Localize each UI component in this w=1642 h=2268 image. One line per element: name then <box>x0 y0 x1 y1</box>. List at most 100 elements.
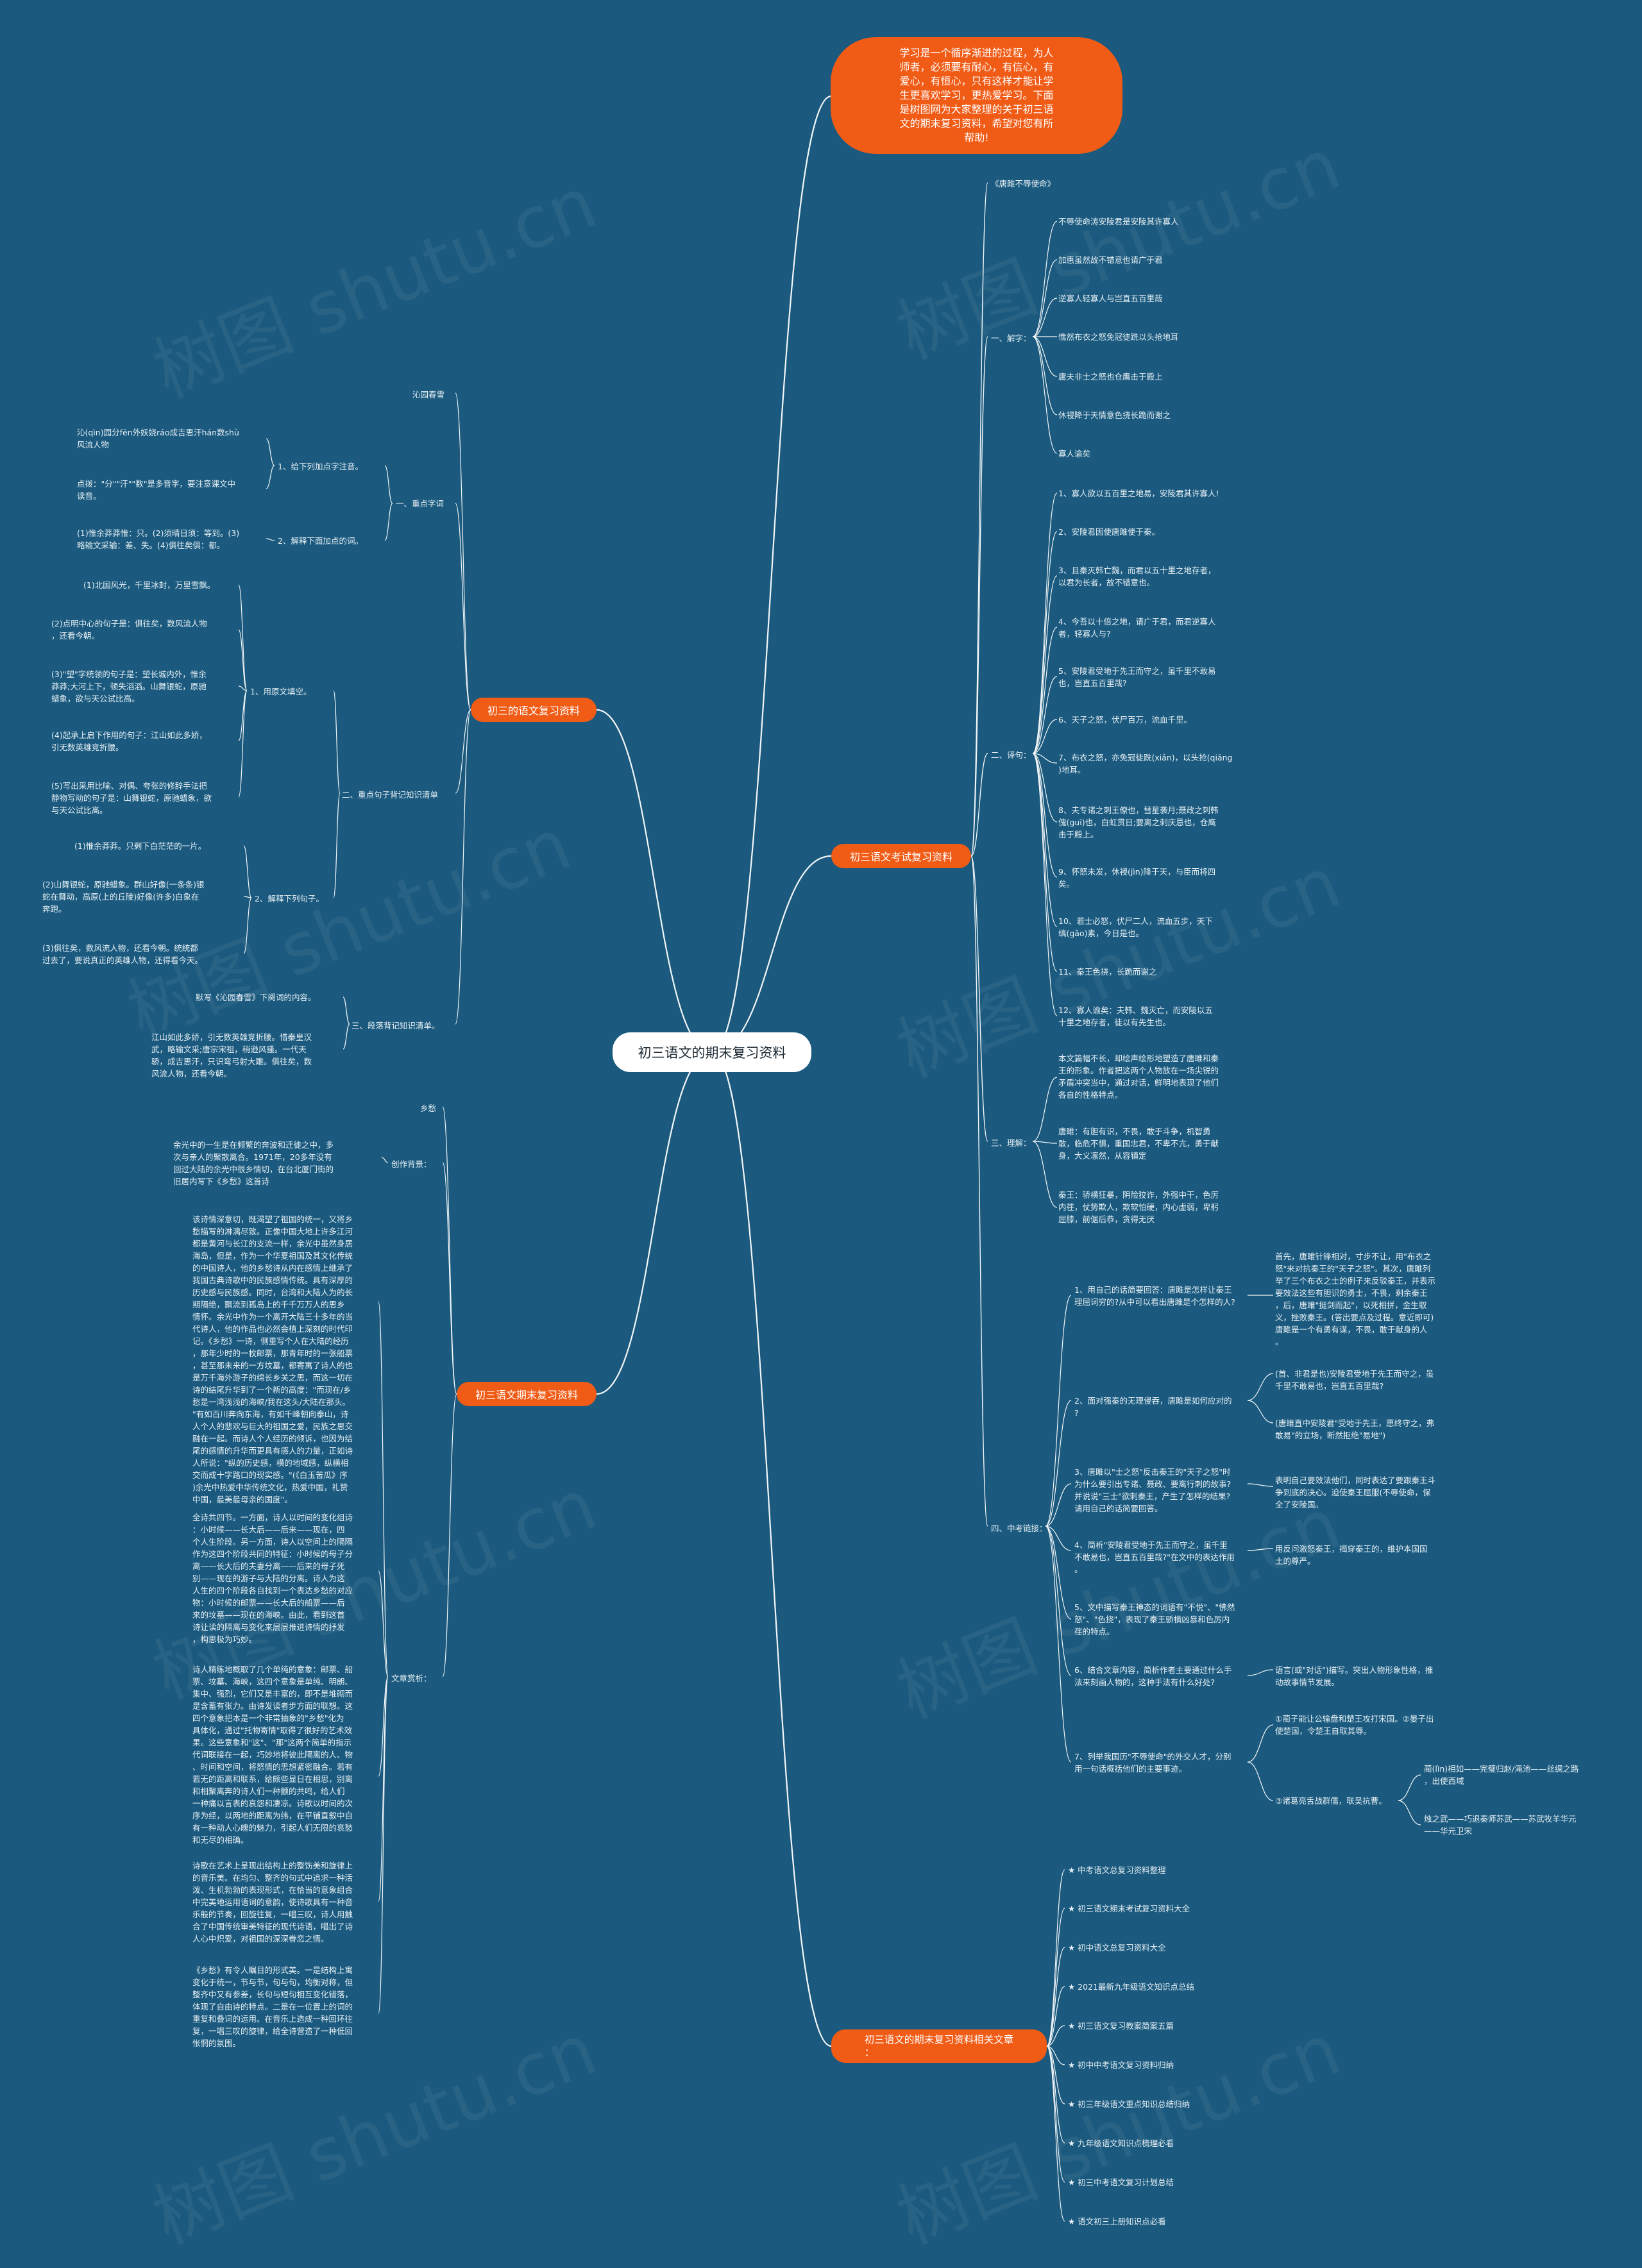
branch-exam-review[interactable]: 初三语文考试复习资料 <box>831 844 971 868</box>
central-topic[interactable]: 初三语文的期末复习资料 <box>613 1032 811 1072</box>
b3s2-item[interactable]: 6、天子之怒，伏尸百万，流血千里。 <box>1058 715 1192 725</box>
branch-related-articles[interactable]: 初三语文的期末复习资料相关文章 ： <box>831 2029 1047 2063</box>
connector <box>1247 1548 1274 1551</box>
connector <box>1032 626 1058 754</box>
connector <box>1045 1525 1072 1676</box>
intro-bubble[interactable]: 学习是一个循序渐进的过程，为人 师者，必须要有耐心，有信心，有 爱心，有恒心，只… <box>831 37 1122 154</box>
b1-s1a[interactable]: 1、给下列加点字注音。 <box>278 462 363 471</box>
b3s3-item[interactable]: 秦王：骄横狂暴，阴险狡诈，外强中干，色厉 内荏，仗势欺人，欺软怕硬，内心虚弱，卑… <box>1058 1190 1219 1224</box>
b2-analysis-5: 《乡愁》有令人瞩目的形式美。一是结构上寓 变化于统一，节与节，句与句，均衡对称，… <box>192 1965 353 2048</box>
b4list-item[interactable]: ★ 初三中考语文复习计划总结 <box>1068 2178 1174 2187</box>
b3s1-item[interactable]: 不辱使命涛安陵君是安陵其许寡人 <box>1058 217 1179 226</box>
b3s2-item[interactable]: 12、寡人谕矣：夫韩、魏灭亡，而安陵以五 十里之地存者，徒以有先生也。 <box>1058 1005 1213 1027</box>
b3-s4[interactable]: 四、中考链接： <box>991 1524 1047 1533</box>
connector <box>596 1051 713 1395</box>
b3s1-item[interactable]: 加惠虽然故不错意也请广于君 <box>1058 255 1163 265</box>
b4list-item[interactable]: ★ 初三年级语文重点知识总结归纳 <box>1068 2099 1190 2109</box>
b3-a1: 首先，唐雎针锋相对，寸步不让，用"布衣之 怒"来对抗秦王的"天子之怒"。其次，唐… <box>1275 1252 1436 1347</box>
b3-a7-4: 烛之武——巧退秦师苏武——苏武牧羊华元 ——华元卫宋 <box>1424 1814 1577 1836</box>
b3-s1[interactable]: 一、解字： <box>991 333 1031 343</box>
b3s1-item[interactable]: 休祲降于天情意色挠长跪而谢之 <box>1058 410 1171 420</box>
connector <box>1032 336 1058 377</box>
connector <box>1032 1141 1058 1208</box>
b1-s2a[interactable]: 1、用原文填空。 <box>250 687 312 696</box>
b3s3-item[interactable]: 唐雎：有胆有识，不畏，敢于斗争，机智勇 敢，临危不惧，重国忠君，不卑不亢，勇于献… <box>1058 1127 1219 1161</box>
connector <box>455 709 471 1025</box>
b3s2-item[interactable]: 2、安陵君因使唐雎使于秦。 <box>1058 527 1160 537</box>
b3s2-item[interactable]: 10、若士必怒，伏尸二人，流血五步，天下 缟(gǎo)素，今日是也。 <box>1058 916 1213 938</box>
b3-q5[interactable]: 5、文中描写秦王神态的词语有"不悦"、"怫然 怒"、"色挠"，表现了秦王骄横凶暴… <box>1074 1602 1235 1636</box>
connector <box>1032 753 1058 823</box>
connector <box>343 996 350 1025</box>
connector <box>1046 1947 1065 2047</box>
connector <box>384 503 393 541</box>
connector <box>1046 1986 1065 2047</box>
b4list-item[interactable]: ★ 初三语文复习教案简案五篇 <box>1068 2021 1174 2031</box>
connector <box>333 793 341 898</box>
branch-final-review[interactable]: 初三语文期末复习资料 <box>457 1382 597 1406</box>
connector <box>711 855 832 1054</box>
b3s2-item[interactable]: 11、秦王色挠，长跪而谢之 <box>1058 967 1157 977</box>
b3s2-item[interactable]: 8、夫专诸之刺王僚也，彗星袭月;聂政之刺韩 傀(guī)也，白虹贯日;要离之刺庆… <box>1058 805 1219 839</box>
b3s2-item[interactable]: 4、今吾以十倍之地，请广于君，而君逆寡人 者，轻寡人与? <box>1058 617 1216 639</box>
b3s1-item[interactable]: 憔然布衣之怒免冠徒跣以头抢地耳 <box>1058 332 1179 342</box>
connector <box>1032 336 1058 416</box>
b4list-item[interactable]: ★ 初中语文总复习资料大全 <box>1068 1943 1166 1953</box>
connector <box>1032 221 1058 337</box>
b2-analysis-4: 诗歌在艺术上呈现出结构上的整饬美和旋律上 的音乐美。在均匀、整齐的句式中追求一种… <box>192 1861 353 1944</box>
b3-a2-1: (首、非君是也)安陵君受地于先王而守之，虽 千里不敢易也，岂直五百里哉? <box>1275 1369 1434 1391</box>
b1-s2[interactable]: 二、重点句子背记知识清单 <box>342 790 439 800</box>
b1-s2b-1: (1)惟余莽莽。只剩下白茫茫的一片。 <box>74 841 207 851</box>
b4list-item[interactable]: ★ 语文初三上册知识点必看 <box>1068 2217 1166 2226</box>
b3s2-item[interactable]: 1、寡人欲以五百里之地易，安陵君其许寡人! <box>1058 489 1219 498</box>
b3-q1[interactable]: 1、用自己的话简要回答：唐雎是怎样让秦王 理屈词穷的?从中可以看出唐雎是个怎样的… <box>1074 1285 1235 1307</box>
connector <box>455 709 471 794</box>
b3-q6[interactable]: 6、结合文章内容，简析作者主要通过什么手 法来刻画人物的，这种手法有什么好处? <box>1074 1665 1232 1687</box>
b3-s2[interactable]: 二、译句： <box>991 750 1031 760</box>
connector <box>1247 1400 1274 1424</box>
connector <box>343 1023 350 1050</box>
b3s1-item[interactable]: 逆寡人轻寡人与岂直五百里哉 <box>1058 294 1163 303</box>
connector <box>238 685 248 691</box>
b4list-item[interactable]: ★ 初中中考语文复习资料归纳 <box>1068 2060 1174 2070</box>
b3s1-item[interactable]: 庸夫非士之怒也仓鹰击于殿上 <box>1058 372 1163 382</box>
b3-q2[interactable]: 2、面对强秦的无理侵吞，唐雎是如何应对的 ? <box>1074 1396 1232 1418</box>
connector <box>1032 676 1058 754</box>
b1-s1[interactable]: 一、重点字词 <box>396 499 444 508</box>
b3-q7[interactable]: 7、列举我国历"不辱使命"的外交人才，分别 用一句话概括他们的主要事迹。 <box>1074 1752 1232 1774</box>
b3-a7-1: ①蔺子能让公输盘和楚王攻打宋国。②晏子出 使楚国，令楚王自取其辱。 <box>1275 1714 1434 1736</box>
b4list-item[interactable]: ★ 九年级语文知识点梳理必看 <box>1068 2138 1174 2148</box>
b2-poem-title[interactable]: 乡愁 <box>420 1104 437 1113</box>
b3s3-item[interactable]: 本文篇幅不长，却绘声绘形地塑造了唐雎和秦 王的形象。作者把这两个人物放在一场尖锐… <box>1058 1054 1219 1100</box>
b3s2-item[interactable]: 3、且秦灭韩亡魏，而君以五十里之地存者， 以君为长者，故不错意也。 <box>1058 566 1216 587</box>
b1-s2b[interactable]: 2、解释下列句子。 <box>255 894 324 903</box>
connector <box>1398 1774 1421 1801</box>
b1-s3[interactable]: 三、段落背记知识清单。 <box>351 1021 440 1030</box>
b3s2-item[interactable]: 7、布衣之怒，亦免冠徒跣(xiǎn)，以头抢(qiāng )地耳。 <box>1058 753 1233 775</box>
connector <box>266 538 275 541</box>
b1-s1b[interactable]: 2、解释下面加点的词。 <box>278 536 363 546</box>
b3-a6: 语言(或"对话")描写。突出人物形象性格，推 动故事情节发展。 <box>1275 1665 1434 1687</box>
b3-q4[interactable]: 4、简析"安陵君受地于先王而守之，虽千里 不敢易也，岂直五百里哉?"在文中的表达… <box>1074 1540 1235 1574</box>
b2-analysis[interactable]: 文章赏析： <box>391 1674 432 1683</box>
b3s2-item[interactable]: 5、安陵君受地于先王而守之，虽千里不敢易 也，岂直五百里哉? <box>1058 666 1216 688</box>
connector <box>266 465 275 489</box>
b4list-item[interactable]: ★ 中考语文总复习资料整理 <box>1068 1865 1166 1875</box>
b3-a7-3: 蔺(lìn)相如——完璧归赵/渑池——丝绸之路 ，出使西域 <box>1424 1764 1579 1786</box>
b3-q3[interactable]: 3、唐雎以"士之怒"反击秦王的"天子之怒"时 为什么要引出专诸、聂政、要离行刺的… <box>1074 1467 1232 1513</box>
b2-background[interactable]: 创作背景： <box>391 1159 432 1169</box>
connector <box>1046 1869 1065 2047</box>
b3s1-item[interactable]: 寡人谕矣 <box>1058 449 1091 458</box>
b1-poem-title[interactable]: 沁园春雪 <box>412 390 445 399</box>
b3s2-item[interactable]: 9、怀怒未发，休祲(jìn)降于天，与臣而将四 矣。 <box>1058 867 1216 889</box>
connector <box>1247 1373 1274 1401</box>
branch-junior-chinese-review[interactable]: 初三的语文复习资料 <box>471 698 597 722</box>
b4list-item[interactable]: ★ 2021最新九年级语文知识点总结 <box>1068 1982 1194 1992</box>
b3-a4: 用反问激怒秦王，揭穿秦王的，维护本国国 土的尊严。 <box>1275 1544 1428 1566</box>
connector <box>1046 2045 1065 2065</box>
connector <box>1045 1295 1072 1527</box>
b3-s3[interactable]: 三、理解： <box>991 1138 1031 1148</box>
b3-title[interactable]: 《唐雎不辱使命》 <box>991 179 1056 189</box>
b4list-item[interactable]: ★ 初三语文期末考试复习资料大全 <box>1068 1904 1190 1913</box>
